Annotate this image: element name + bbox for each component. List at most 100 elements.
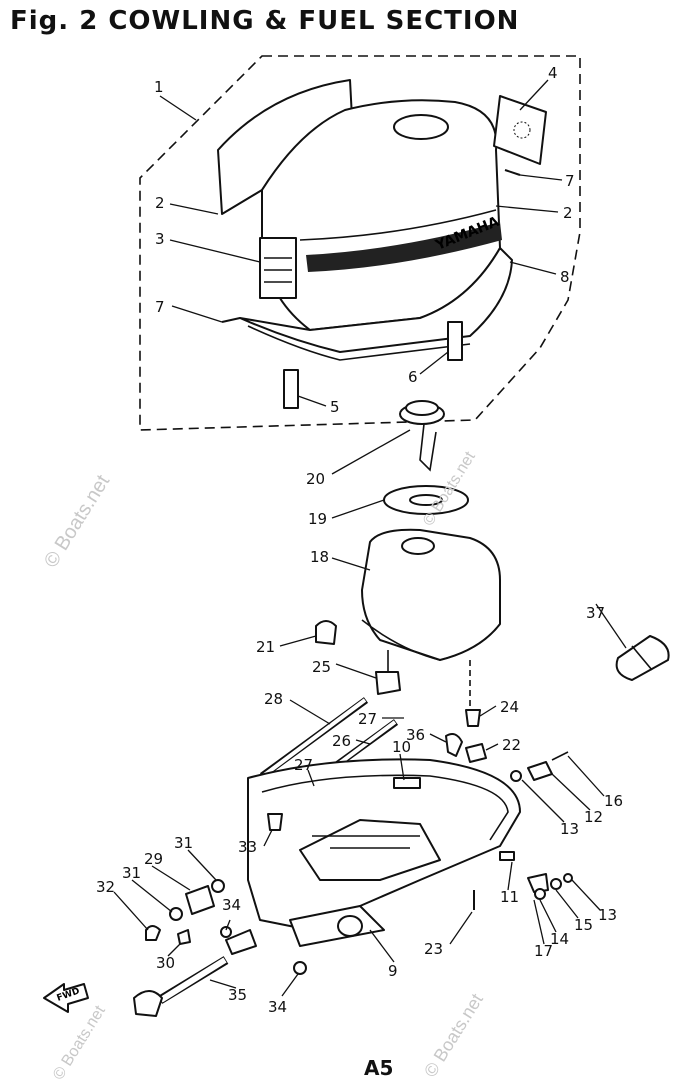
sticker-emblem (513, 121, 531, 139)
cowling-air-intake (393, 114, 449, 140)
callout-14: 14 (550, 930, 569, 948)
callout-1: 1 (154, 78, 164, 96)
part-13-washer (510, 770, 522, 782)
leader-2b (495, 205, 559, 213)
leader-26 (355, 739, 371, 745)
callout-28: 28 (264, 690, 283, 708)
bottom-cowl-inner-rim (261, 774, 509, 841)
part-4-sticker (493, 95, 547, 165)
part-12-lever (527, 761, 553, 781)
leader-2a (169, 203, 219, 215)
leader-19 (331, 499, 385, 519)
leader-24 (479, 705, 497, 717)
hose-inner (159, 957, 227, 1003)
leader-31a (187, 849, 217, 881)
leader-3 (169, 239, 261, 263)
callout-6: 6 (408, 368, 418, 386)
leader-1 (159, 95, 197, 121)
part-31-grommet (169, 907, 183, 921)
page-number: A5 (364, 1056, 394, 1080)
sleeve-band (631, 645, 653, 671)
leader-29 (151, 865, 191, 891)
callout-11: 11 (500, 888, 519, 906)
callout-34b: 34 (268, 998, 287, 1016)
callout-13a: 13 (560, 820, 579, 838)
part-13-nut (563, 873, 573, 883)
part-15-washer (550, 878, 562, 890)
callout-9: 9 (388, 962, 398, 980)
bottom-cowl-casting (299, 819, 441, 881)
forward-arrow-icon (43, 983, 89, 1013)
callout-23: 23 (424, 940, 443, 958)
leader-33 (263, 829, 273, 847)
callout-30: 30 (156, 954, 175, 972)
leader-32 (113, 891, 149, 931)
callout-16: 16 (604, 792, 623, 810)
leader-9 (369, 929, 395, 963)
cowling-group-boundary (139, 55, 581, 431)
callout-24: 24 (500, 698, 519, 716)
part-6-bracket (447, 321, 463, 361)
leader-12 (551, 773, 591, 811)
part-7-screw (221, 317, 241, 323)
callout-27b: 27 (294, 756, 313, 774)
callout-8: 8 (560, 268, 570, 286)
fuel-cap-top (405, 400, 439, 416)
fuel-connector (133, 990, 163, 1017)
callout-17: 17 (534, 942, 553, 960)
leader-23 (449, 911, 473, 945)
part-22-nut (465, 743, 487, 763)
fuel-joint (225, 929, 257, 955)
callout-20: 20 (306, 470, 325, 488)
part-7-screw (504, 169, 521, 176)
callout-29: 29 (144, 850, 163, 868)
callout-34a: 34 (222, 896, 241, 914)
part-16-bolt (551, 751, 569, 761)
part-17-nut (534, 888, 546, 900)
leader-7b (519, 174, 563, 181)
callout-22: 22 (502, 736, 521, 754)
part-32-cap (145, 925, 161, 941)
part-34-nut (220, 926, 232, 938)
drain-hole (337, 915, 363, 937)
tank-base-rim (361, 619, 501, 661)
leader-17 (533, 899, 545, 945)
part-36-elbow (445, 733, 463, 757)
leader-34b (281, 973, 299, 997)
leader-37 (595, 603, 627, 649)
callout-2b: 2 (563, 204, 573, 222)
leader-5 (297, 395, 327, 407)
leader-35 (209, 979, 237, 989)
leader-15 (555, 889, 579, 919)
leader-13b (571, 879, 601, 911)
leader-28 (289, 699, 331, 725)
leader-10 (399, 753, 405, 781)
callout-31a: 31 (174, 834, 193, 852)
part-10-label (393, 777, 421, 789)
callout-25: 25 (312, 658, 331, 676)
callout-12: 12 (584, 808, 603, 826)
cowl-stripe-line (299, 209, 497, 241)
callout-36: 36 (406, 726, 425, 744)
leader-30 (167, 943, 181, 957)
part-33-bolt (267, 813, 283, 831)
leader-16 (567, 755, 605, 797)
callout-32: 32 (96, 878, 115, 896)
casting-ribs (312, 835, 420, 849)
top-cowling (261, 99, 501, 331)
tank-filler-neck (401, 537, 435, 555)
callout-4: 4 (548, 64, 558, 82)
leader-25 (335, 663, 377, 679)
callout-7a: 7 (155, 298, 165, 316)
callout-27a: 27 (358, 710, 377, 728)
part-25-fuel-cock (375, 671, 401, 695)
part-14-plate (527, 873, 549, 893)
callout-33: 33 (238, 838, 257, 856)
leader-7a (171, 305, 223, 323)
part-3-label-plate (259, 237, 297, 299)
part-5-bracket (283, 369, 299, 409)
callout-13b: 13 (598, 906, 617, 924)
callout-35: 35 (228, 986, 247, 1004)
